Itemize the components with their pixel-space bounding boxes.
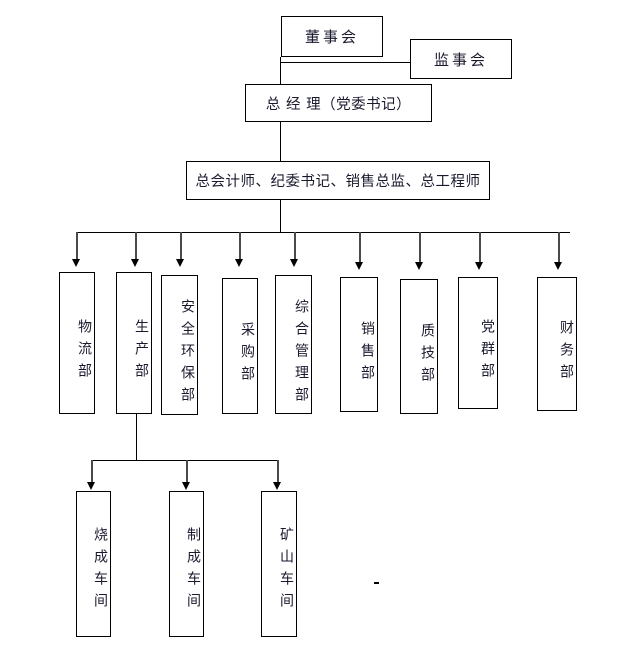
connector-executives-to-bus: [280, 200, 281, 233]
node-label: 安全环保部: [179, 299, 195, 409]
connector-board-to-gm: [280, 62, 281, 84]
node-label: 总会计师、纪委书记、销售总监、总工程师: [195, 174, 481, 190]
arrow-line-dept-9: [558, 232, 560, 264]
node-label: 销售部: [359, 320, 375, 387]
node-label: 制成车间: [185, 527, 201, 615]
node-label: 董事会: [304, 28, 359, 46]
arrow-head-dept-3: [176, 259, 184, 267]
arrow-line-shop-3: [277, 460, 279, 484]
node-department-finance[interactable]: 财务部: [537, 277, 577, 411]
arrow-line-dept-1: [76, 232, 78, 261]
connector-department-bus: [76, 232, 570, 233]
arrow-head-shop-1: [87, 482, 95, 490]
connector-gm-to-executives: [280, 122, 281, 161]
node-label: 矿山车间: [278, 527, 294, 615]
arrow-line-dept-3: [180, 232, 182, 261]
arrow-head-dept-1: [72, 259, 80, 267]
node-label: 质技部: [419, 322, 435, 389]
arrow-line-shop-1: [91, 460, 93, 484]
arrow-head-dept-7: [415, 262, 423, 270]
arrow-head-dept-9: [554, 262, 562, 270]
arrow-head-dept-8: [475, 262, 483, 270]
arrow-line-dept-4: [239, 232, 241, 261]
arrow-line-dept-6: [359, 232, 361, 264]
node-label: 财务部: [558, 320, 574, 386]
arrow-head-dept-4: [235, 259, 243, 267]
node-supervisory-board[interactable]: 监事会: [410, 39, 512, 79]
node-department-general-management[interactable]: 综合管理部: [275, 275, 312, 414]
arrow-line-dept-5: [294, 232, 296, 261]
arrow-head-dept-5: [290, 259, 298, 267]
node-department-quality-technology[interactable]: 质技部: [400, 279, 438, 414]
node-label: 烧成车间: [92, 527, 108, 615]
node-label: 党群部: [479, 319, 495, 385]
arrow-head-dept-6: [355, 262, 363, 270]
connector-board-down: [280, 57, 281, 63]
node-department-production[interactable]: 生产部: [116, 272, 152, 414]
arrow-line-dept-7: [419, 232, 421, 264]
node-department-sales[interactable]: 销售部: [340, 277, 378, 412]
node-department-procurement[interactable]: 采购部: [222, 278, 258, 414]
node-label: 生产部: [133, 319, 149, 385]
arrow-head-shop-2: [182, 482, 190, 490]
arrow-line-dept-2: [135, 232, 137, 261]
arrow-head-shop-3: [273, 482, 281, 490]
node-executives[interactable]: 总会计师、纪委书记、销售总监、总工程师: [186, 161, 490, 200]
node-label: 监事会: [433, 50, 488, 69]
connector-board-to-supervisory: [280, 62, 411, 63]
connector-production-to-workshop-bus: [136, 414, 137, 461]
image-artifact-speck: [374, 582, 379, 584]
arrow-head-dept-2: [131, 259, 139, 267]
node-workshop-mine[interactable]: 矿山车间: [261, 491, 297, 637]
connector-workshop-bus: [91, 460, 278, 461]
node-workshop-calcination[interactable]: 烧成车间: [76, 491, 111, 637]
node-label: 总 经 理（党委书记）: [265, 96, 412, 113]
node-workshop-manufacturing[interactable]: 制成车间: [169, 491, 204, 637]
node-label: 物流部: [76, 319, 92, 385]
node-label: 采购部: [239, 322, 255, 388]
node-board-of-directors[interactable]: 董事会: [281, 16, 383, 57]
node-general-manager[interactable]: 总 经 理（党委书记）: [245, 84, 432, 122]
node-department-safety-environment[interactable]: 安全环保部: [161, 275, 198, 415]
node-department-logistics[interactable]: 物流部: [59, 272, 95, 414]
arrow-line-dept-8: [479, 232, 481, 264]
arrow-line-shop-2: [186, 460, 188, 484]
node-label: 综合管理部: [293, 298, 309, 409]
node-department-party-mass-work[interactable]: 党群部: [458, 277, 498, 409]
